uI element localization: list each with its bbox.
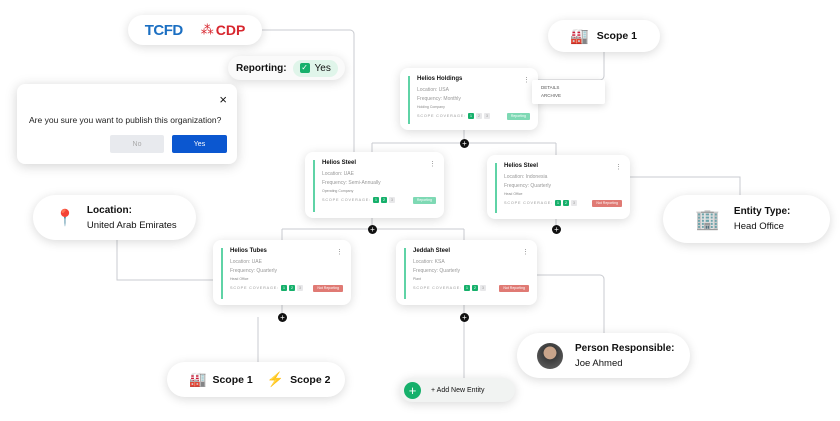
scope-coverage-label: SCOPE COVERAGE: (413, 286, 462, 290)
scope-1-chip: 1 (467, 113, 474, 119)
scope-coverage-label: SCOPE COVERAGE: (230, 286, 279, 290)
entity-type: Plant (413, 277, 421, 281)
entity-location: Location: Indonesia (504, 174, 548, 180)
scope-coverage-label: SCOPE COVERAGE: (417, 114, 466, 118)
status-badge: Reporting (506, 112, 530, 120)
entity-card[interactable]: ⋮ Helios Holdings Location: USA Frequenc… (400, 68, 538, 130)
person-responsible-pill: Person Responsible:Joe Ahmed (517, 333, 690, 378)
entity-card[interactable]: ⋮ Helios Tubes Location: UAE Frequency: … (213, 240, 351, 305)
scope-1-chip: 1 (280, 285, 287, 291)
reporting-pill: Reporting: ✓ Yes (228, 56, 345, 80)
menu-item-archive[interactable]: ARCHIVE (541, 93, 562, 98)
add-child-button[interactable]: + (460, 139, 469, 148)
entity-name: Helios Tubes (230, 248, 267, 254)
scope-1-chip: 1 (554, 200, 561, 206)
dialog-message: Are you sure you want to publish this or… (29, 115, 222, 125)
entity-location: Location: UAE (230, 259, 262, 265)
status-badge: Not Reporting (592, 199, 622, 207)
scope-3-chip: 3 (388, 197, 395, 203)
entity-name: Helios Steel (504, 163, 539, 169)
entity-frequency: Frequency: Quarterly (504, 183, 551, 189)
close-icon[interactable]: × (219, 92, 227, 107)
entity-frequency: Frequency: Quarterly (413, 268, 460, 274)
reporting-toggle[interactable]: ✓ Yes (292, 59, 338, 77)
avatar (537, 342, 563, 369)
publish-dialog: × Are you sure you want to publish this … (17, 84, 237, 164)
scope-2-chip: 2 (475, 113, 482, 119)
location-pill: 📍 Location:United Arab Emirates (33, 195, 196, 240)
entity-type: Holding Company (417, 105, 445, 109)
scope-3-chip: 3 (570, 200, 577, 206)
scopes-pill: 🏭 Scope 1 ⚡ Scope 2 (167, 362, 345, 397)
factory-icon: 🏭 (570, 28, 589, 45)
building-icon: 🏢 (695, 208, 720, 231)
scope-coverage-label: SCOPE COVERAGE: (504, 201, 553, 205)
scope-coverage-label: SCOPE COVERAGE: (322, 198, 371, 202)
tcfd-logo: TCFD (144, 21, 184, 39)
yes-button[interactable]: Yes (172, 135, 227, 153)
more-options-icon[interactable]: ⋮ (522, 249, 529, 256)
entity-name: Jeddah Steel (413, 248, 451, 254)
status-badge: Not Reporting (499, 284, 529, 292)
cdp-logo: ⁂CDP (200, 22, 246, 38)
entity-frequency: Frequency: Monthly (417, 96, 461, 102)
entity-card[interactable]: ⋮ Jeddah Steel Location: KSA Frequency: … (396, 240, 537, 305)
no-button[interactable]: No (110, 135, 164, 153)
more-options-icon[interactable]: ⋮ (336, 249, 343, 256)
menu-item-details[interactable]: DETAILS (541, 85, 560, 90)
add-child-button[interactable]: + (460, 313, 469, 322)
entity-location: Location: UAE (322, 171, 354, 177)
lightning-icon: ⚡ (266, 371, 285, 387)
entity-type: Operating Company (322, 189, 354, 193)
factory-icon: 🏭 (189, 371, 207, 387)
status-badge: Not Reporting (313, 284, 343, 292)
entity-type-pill: 🏢 Entity Type:Head Office (663, 195, 830, 243)
scope-1-chip: 1 (372, 197, 379, 203)
plus-icon: + (404, 381, 421, 399)
scope-2-chip: 2 (288, 285, 295, 291)
location-pin-icon: 📍 (55, 209, 75, 227)
scope-2-chip: 2 (562, 200, 569, 206)
status-badge: Reporting (412, 196, 436, 204)
scope-3-chip: 3 (483, 113, 490, 119)
more-options-icon[interactable]: ⋮ (523, 77, 530, 84)
card-menu: DETAILS ARCHIVE (532, 80, 605, 104)
entity-location: Location: USA (417, 87, 449, 93)
add-new-entity-button[interactable]: + + Add New Entity (400, 378, 515, 402)
entity-frequency: Frequency: Quarterly (230, 268, 277, 274)
entity-frequency: Frequency: Semi-Annually (322, 180, 381, 186)
entity-card[interactable]: ⋮ Helios Steel Location: UAE Frequency: … (305, 152, 444, 218)
frameworks-pill: TCFD ⁂CDP (128, 15, 262, 45)
add-child-button[interactable]: + (278, 313, 287, 322)
reporting-label: Reporting: (236, 62, 287, 74)
scope-3-chip: 3 (479, 285, 486, 291)
entity-card[interactable]: ⋮ Helios Steel Location: Indonesia Frequ… (487, 155, 630, 219)
add-child-button[interactable]: + (552, 225, 561, 234)
check-icon: ✓ (299, 63, 310, 73)
scope-2-chip: 2 (380, 197, 387, 203)
entity-name: Helios Holdings (417, 76, 463, 82)
more-options-icon[interactable]: ⋮ (429, 161, 436, 168)
entity-type: Head Office (230, 277, 249, 281)
entity-type: Head Office (504, 192, 523, 196)
scope-2-chip: 2 (471, 285, 478, 291)
entity-location: Location: KSA (413, 259, 445, 265)
scope-1-chip: 1 (463, 285, 470, 291)
scope1-pill: 🏭 Scope 1 (548, 20, 660, 52)
more-options-icon[interactable]: ⋮ (615, 164, 622, 171)
add-child-button[interactable]: + (368, 225, 377, 234)
entity-name: Helios Steel (322, 160, 357, 166)
scope-3-chip: 3 (296, 285, 303, 291)
